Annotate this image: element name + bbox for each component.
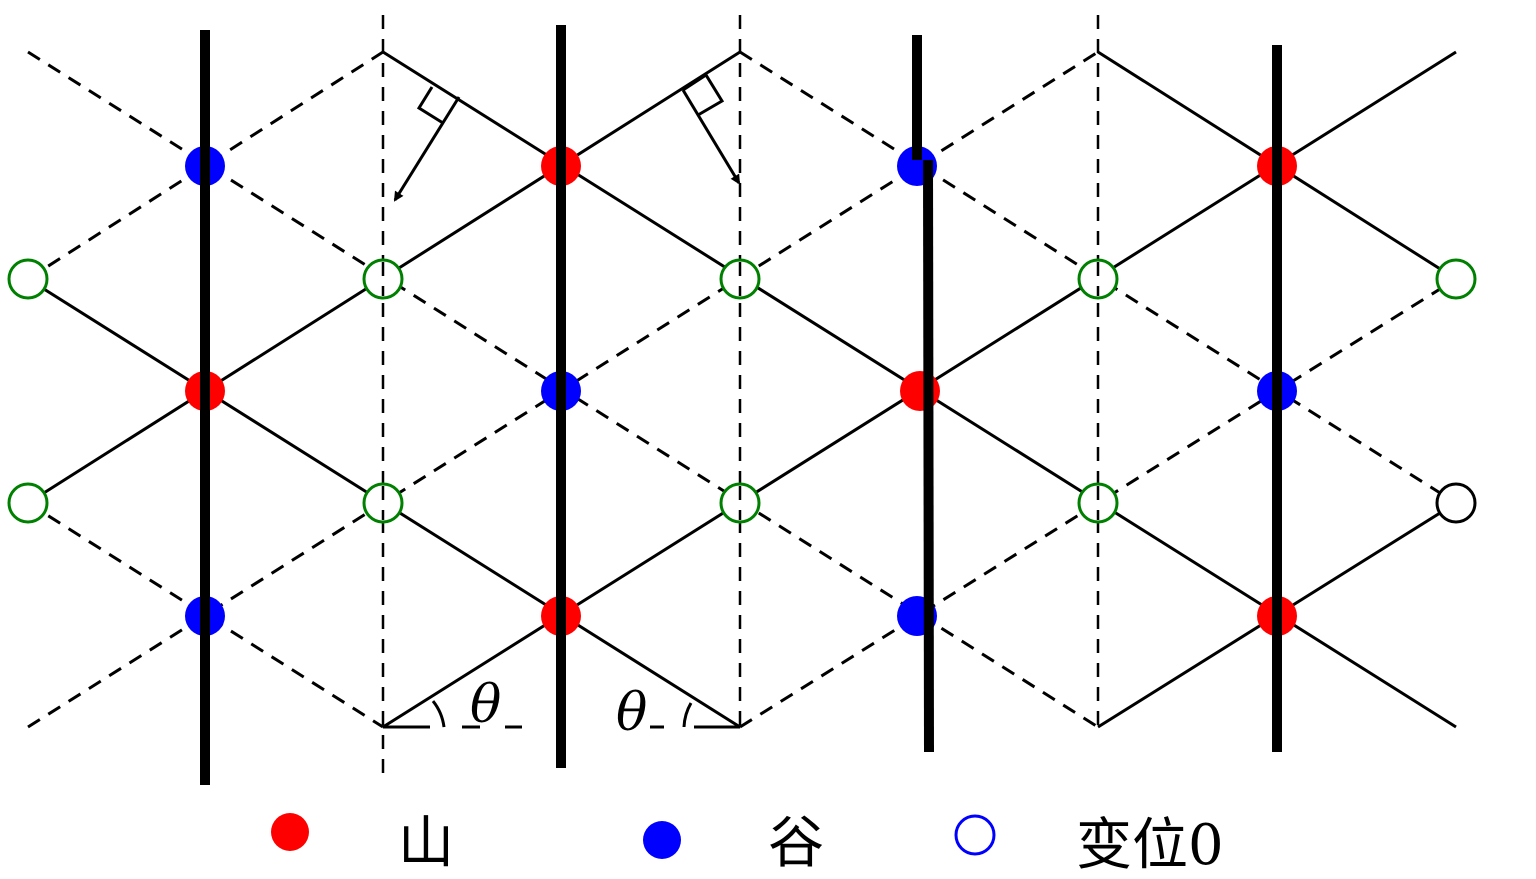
arrow-icon xyxy=(393,96,461,202)
angle-marks xyxy=(383,700,740,729)
trough-lines xyxy=(27,50,1457,729)
legend-node-label: 变位0 xyxy=(1076,813,1224,878)
legend-node-marker xyxy=(954,814,996,856)
legend-trough-label: 谷 xyxy=(768,811,824,876)
vertical-dashed-lines xyxy=(381,15,1100,775)
legend-trough-marker xyxy=(643,821,681,859)
node-points xyxy=(7,258,1477,524)
crest-lines xyxy=(27,50,1457,729)
legend-crest-marker xyxy=(271,813,309,851)
arrow-icon xyxy=(681,89,741,185)
legend: 山 谷 变位0 xyxy=(271,811,1224,878)
theta-label-left: θ xyxy=(470,675,501,735)
thick-vertical-lines xyxy=(200,25,1282,785)
propagation-arrows xyxy=(393,72,741,202)
theta-label-right: θ xyxy=(616,683,647,743)
legend-crest-label: 山 xyxy=(398,811,454,876)
